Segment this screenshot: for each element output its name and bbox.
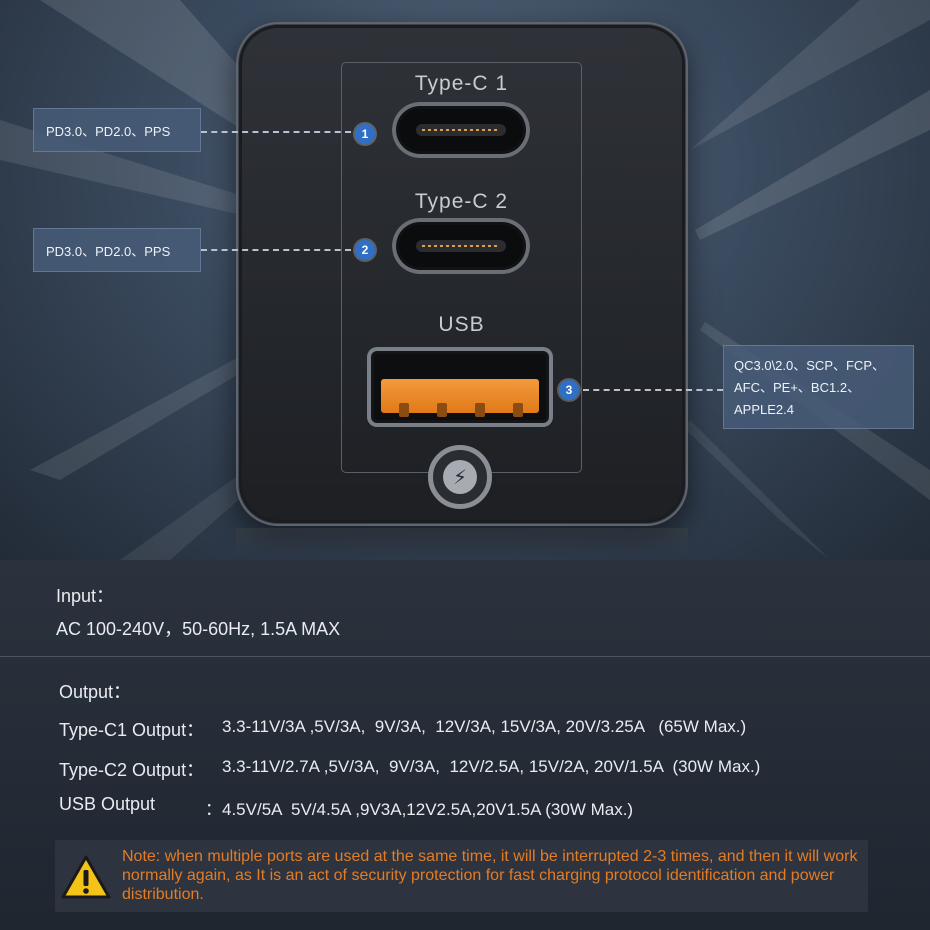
usb-dash xyxy=(583,389,723,391)
usb-protocols-line1: QC3.0\2.0、SCP、FCP、 xyxy=(734,358,885,373)
usb-protocols-line2: AFC、PE+、BC1.2、 xyxy=(734,380,861,395)
typec2-protocols: PD3.0、PD2.0、PPS xyxy=(33,228,201,272)
typec2-port xyxy=(392,218,530,274)
usb-label: USB xyxy=(438,313,485,336)
typec2-output-label: Type-C2 Output： xyxy=(59,760,205,780)
typec2-output-value: 3.3-11V/2.7A ,5V/3A, 9V/3A, 12V/2.5A, 15… xyxy=(222,757,761,776)
typec1-dash xyxy=(201,131,351,133)
warning-triangle-icon xyxy=(61,855,111,899)
typec1-output-value: 3.3-11V/3A ,5V/3A, 9V/3A, 12V/3A, 15V/3A… xyxy=(222,717,747,736)
badge-2: 2 xyxy=(355,240,375,260)
usb-output-value: ：4.5V/5A 5V/4.5A ,9V3A,12V2.5A,20V1.5A (… xyxy=(205,800,634,819)
typec2-label: Type-C 2 xyxy=(414,190,509,213)
note-box xyxy=(55,840,868,912)
input-label: Input： xyxy=(56,586,115,606)
output-label: Output： xyxy=(59,682,132,702)
reflection xyxy=(236,528,688,560)
typec1-port xyxy=(392,102,530,158)
lightning-logo-icon: ⚡ xyxy=(428,445,492,509)
usb-output-label: USB Output xyxy=(59,794,156,814)
usb-protocols: QC3.0\2.0、SCP、FCP、 AFC、PE+、BC1.2、 APPLE2… xyxy=(723,345,914,429)
typec1-label: Type-C 1 xyxy=(414,72,509,95)
usb-port xyxy=(367,347,553,427)
note-text: Note: when multiple ports are used at th… xyxy=(122,848,858,903)
usb-protocols-line3: APPLE2.4 xyxy=(734,402,794,417)
badge-1: 1 xyxy=(355,124,375,144)
input-value: AC 100-240V，50-60Hz, 1.5A MAX xyxy=(56,619,341,639)
badge-3: 3 xyxy=(559,380,579,400)
section-divider xyxy=(0,656,930,657)
typec1-output-label: Type-C1 Output： xyxy=(59,720,205,740)
typec1-protocols: PD3.0、PD2.0、PPS xyxy=(33,108,201,152)
typec2-dash xyxy=(201,249,351,251)
